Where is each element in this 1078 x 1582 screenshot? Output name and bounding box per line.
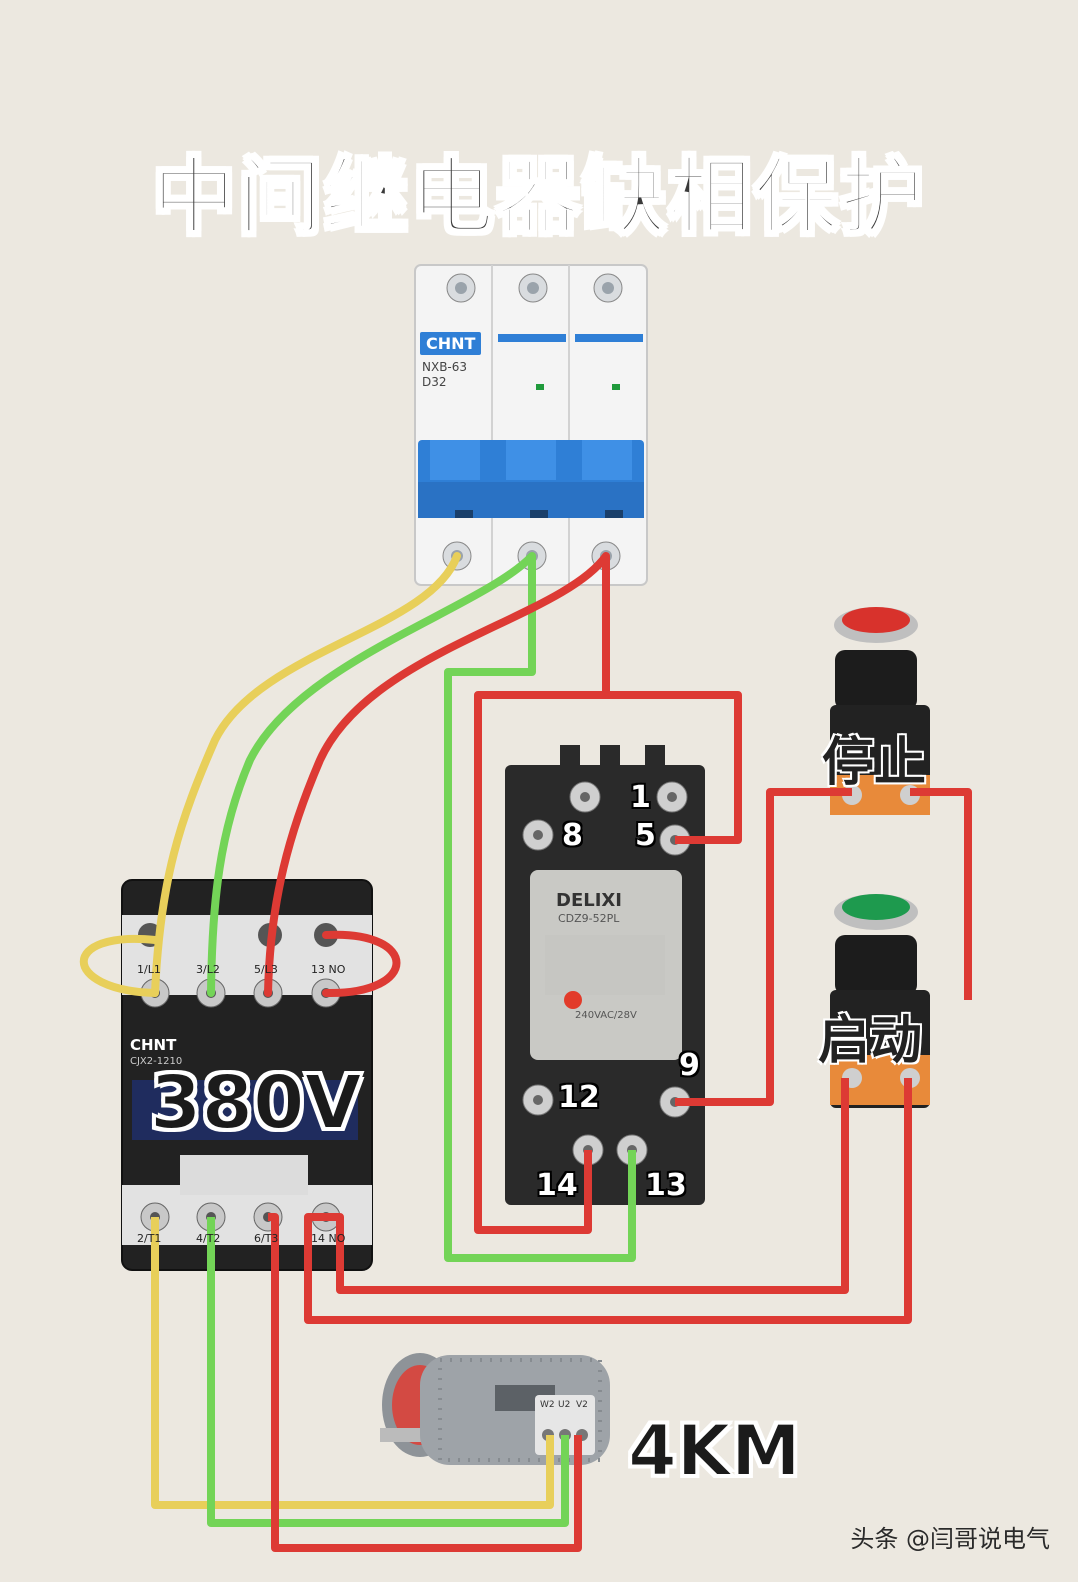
breaker-top-screw [446, 273, 476, 303]
watermark: 头条 @闫哥说电气 [850, 1525, 1050, 1553]
breaker-top-screw [518, 273, 548, 303]
relay-brand: DELIXI [556, 890, 622, 911]
relay-rating: 240VAC/28V [575, 1010, 637, 1021]
start-button-label: 启动 [818, 1011, 923, 1071]
contactor-voltage-label: 380V [149, 1059, 363, 1147]
relay-terminal-number: 8 [562, 818, 583, 853]
red-wire [322, 930, 401, 998]
relay-terminal-screw [522, 819, 554, 851]
relay-terminal-screw [569, 781, 601, 813]
motor-terminal-label: V2 [576, 1400, 588, 1410]
stop-button-label: 停止 [822, 733, 927, 793]
red-wire [264, 552, 610, 997]
contactor-terminal-label: 3/L2 [196, 963, 220, 976]
relay-terminal-number: 12 [558, 1080, 600, 1115]
red-wire [304, 1078, 912, 1324]
contactor-terminal-label: 5/L3 [254, 963, 278, 976]
contactor-terminal-label: 13 NO [311, 963, 346, 976]
motor-power-label: 4KM [627, 1409, 802, 1493]
breaker-brand: CHNT [420, 332, 482, 355]
relay-terminal-number: 5 [635, 818, 656, 853]
green-wire [207, 1217, 569, 1527]
red-wire [675, 788, 852, 1106]
yellow-wire [151, 1217, 554, 1509]
contactor-brand: CHNT [130, 1036, 177, 1054]
circuit-breaker [414, 264, 648, 586]
intermediate-relay [505, 745, 705, 1205]
contactor-terminal-label: 1/L1 [137, 963, 161, 976]
relay-terminal-number: 13 [645, 1168, 687, 1203]
relay-terminal-screw [522, 1084, 554, 1116]
green-wire [207, 552, 536, 997]
diagram-title: 中间继电器缺相保护 [150, 147, 926, 248]
contactor-terminal-label: 4/T2 [196, 1232, 221, 1245]
motor-terminal-label: U2 [558, 1400, 571, 1410]
motor-terminal-label: W2 [540, 1400, 555, 1410]
breaker-top-screw [593, 273, 623, 303]
red-wire [910, 788, 972, 1000]
contactor-terminal-label: 14 NO [311, 1232, 346, 1245]
green-wire [444, 556, 636, 1262]
red-wire [606, 691, 742, 844]
contactor-model: CJX2-1210 [130, 1056, 183, 1067]
relay-terminal-number: 1 [630, 780, 651, 815]
relay-terminal-screw [656, 781, 688, 813]
red-wire [474, 556, 610, 1234]
relay-model: CDZ9-52PL [558, 912, 620, 925]
yellow-wire [79, 934, 159, 997]
yellow-wire [151, 552, 461, 997]
contactor-terminal-label: 6/T3 [254, 1232, 279, 1245]
breaker-model: NXB-63 [422, 360, 468, 374]
contactor-terminal-label: 2/T1 [137, 1232, 162, 1245]
red-wire [268, 1213, 582, 1552]
red-wire [326, 1078, 849, 1294]
relay-terminal-number: 9 [679, 1048, 700, 1083]
relay-terminal-number: 14 [536, 1168, 578, 1203]
breaker-rating: D32 [422, 375, 447, 389]
stop-button [830, 607, 930, 815]
